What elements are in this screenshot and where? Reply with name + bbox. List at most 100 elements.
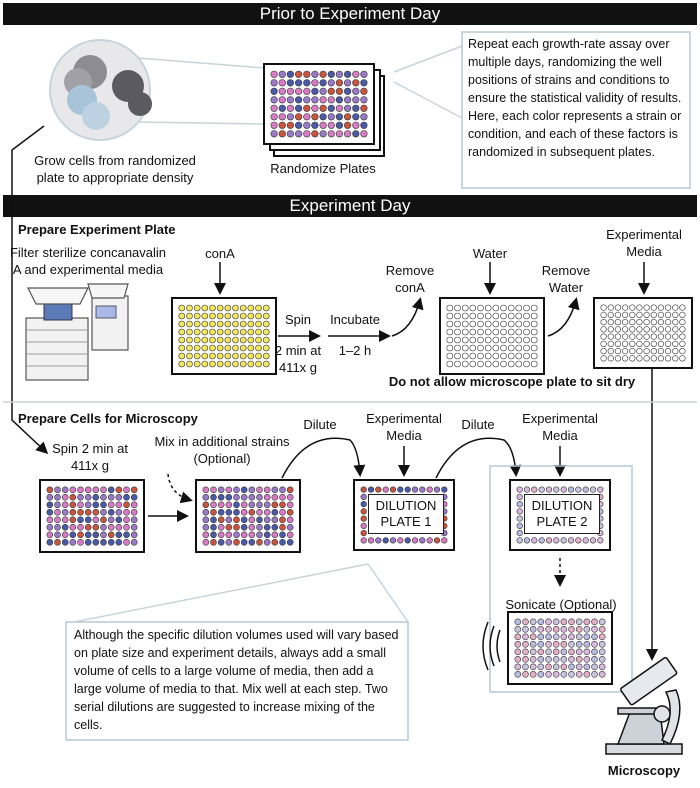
plate-well [295, 87, 303, 95]
plate-well [650, 304, 657, 311]
plate-well [568, 625, 575, 633]
mixed-cell-plate [195, 479, 301, 553]
plate-well [529, 633, 537, 641]
plate-well [225, 493, 233, 501]
plate-well [523, 486, 531, 493]
plate-well [247, 312, 255, 320]
plate-well [216, 352, 224, 360]
plate-well [454, 360, 461, 368]
plate-well [607, 326, 614, 333]
plate-well [469, 336, 477, 344]
plate-well [629, 326, 636, 333]
plate-well [335, 113, 344, 121]
plate-well [516, 501, 523, 508]
plate-well [537, 648, 545, 656]
plate-well [591, 663, 598, 671]
plate-well [636, 355, 643, 362]
plate-well [84, 486, 92, 494]
plate-well [61, 486, 69, 494]
plate-well [454, 336, 461, 344]
plate-well [545, 670, 552, 678]
plate-well [201, 312, 209, 320]
plate-well [352, 87, 360, 95]
plate-well [461, 360, 469, 368]
plate-well [411, 486, 419, 493]
plate-well [614, 304, 622, 311]
plate-well [516, 515, 523, 522]
plate-well [286, 508, 294, 516]
plate-well [650, 333, 657, 340]
plate-well [69, 538, 77, 546]
plate-well [575, 486, 582, 493]
plate-well [621, 348, 629, 355]
plate-well [614, 355, 622, 362]
plate-well [77, 531, 84, 539]
plate-well [224, 304, 232, 312]
plate-well [178, 328, 186, 336]
microscopy-label: Microscopy [607, 763, 681, 778]
plate-well [216, 328, 224, 336]
plate-well [100, 493, 107, 501]
plate-well [233, 493, 240, 501]
plate-well [591, 618, 598, 626]
plate-well [232, 336, 239, 344]
spin-cells-label: Spin 2 min at 411x g [52, 441, 128, 473]
plate-well [178, 352, 186, 360]
plate-well [209, 344, 216, 352]
plate-well [239, 344, 247, 352]
plate-well [591, 670, 598, 678]
plate-well [262, 344, 270, 352]
plate-well [247, 352, 255, 360]
plate-well [262, 352, 270, 360]
plate-well [115, 508, 123, 516]
plate-well [614, 348, 622, 355]
plate-well [225, 531, 233, 539]
plate-well [225, 508, 233, 516]
plate-well [123, 531, 130, 539]
plate-well [256, 501, 263, 509]
plate-well [433, 537, 441, 544]
plate-well [295, 121, 303, 129]
plate-well [123, 538, 130, 546]
plate-well [522, 648, 529, 656]
plate-well [271, 508, 279, 516]
plate-well [248, 516, 256, 524]
plate-well [240, 538, 248, 546]
plate-well [477, 352, 484, 360]
prepare-cells-heading: Prepare Cells for Microscopy [18, 411, 198, 426]
plate-well [531, 486, 538, 493]
plate-well [279, 531, 286, 539]
plate-well [209, 352, 216, 360]
plate-well [278, 104, 286, 112]
plate-well [426, 486, 433, 493]
plate-well [225, 501, 233, 509]
plate-well [279, 538, 286, 546]
plate-well [286, 486, 294, 494]
plate-well [303, 113, 311, 121]
plate-well [178, 336, 186, 344]
plate-well [311, 96, 319, 104]
randomization-note: Repeat each growth-rate assay over multi… [468, 37, 682, 159]
plate-well [664, 340, 672, 348]
plate-well [560, 663, 568, 671]
plate-well [614, 326, 622, 333]
water-plate [439, 297, 545, 375]
plate-well [286, 538, 294, 546]
plate-well [537, 633, 545, 641]
plate-well [344, 113, 352, 121]
plate-well [303, 104, 311, 112]
plate-well [202, 523, 210, 531]
plate-well [232, 352, 239, 360]
plate-well [607, 311, 614, 319]
plate-well [61, 523, 69, 531]
plate-well [286, 87, 295, 95]
sonicate-label: Sonicate (Optional) [505, 597, 617, 612]
plate-well [522, 625, 529, 633]
plate-well [186, 360, 193, 368]
plate-well [597, 486, 604, 493]
plate-well [672, 333, 679, 340]
plate-well [201, 336, 209, 344]
plate-well [61, 538, 69, 546]
plate-well [202, 493, 210, 501]
plate-well [69, 523, 77, 531]
